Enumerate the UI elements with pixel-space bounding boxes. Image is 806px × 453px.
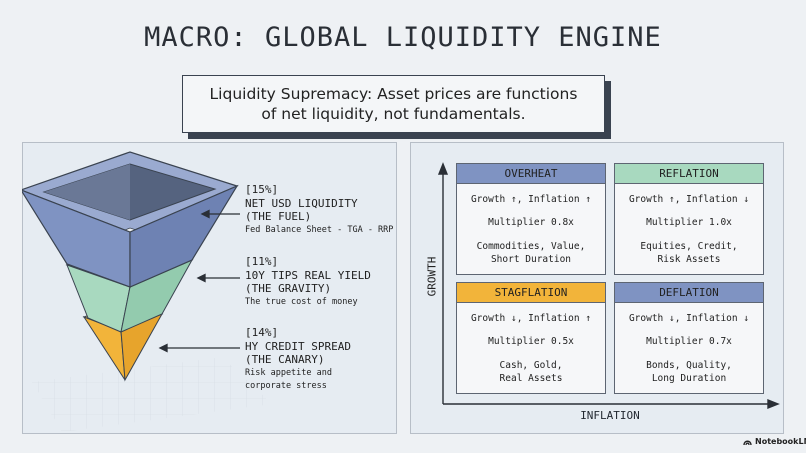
page-title: MACRO: GLOBAL LIQUIDITY ENGINE (144, 22, 662, 53)
quadrant-assets-1: Equities, Credit, (640, 241, 738, 252)
gravity-weight: [11%] (245, 255, 279, 268)
quadrant-stagflation: STAGFLATION Growth ↓, Inflation ↑ Multip… (456, 282, 606, 394)
quadrant-multiplier: Multiplier 0.7x (646, 336, 732, 347)
quadrant-signals: Growth ↓, Inflation ↑ (470, 313, 592, 324)
x-axis-label: INFLATION (580, 409, 640, 422)
canary-name: HY CREDIT SPREAD (245, 339, 351, 353)
gravity-name: 10Y TIPS REAL YIELD (245, 268, 371, 282)
brand-mark: NotebookLM (743, 437, 806, 446)
quadrant-assets-1: Bonds, Quality, (646, 360, 732, 371)
brand-name: NotebookLM (755, 437, 806, 446)
fuel-weight: [15%] (245, 183, 279, 196)
quadrant-signals: Growth ↑, Inflation ↓ (628, 194, 750, 205)
pointer-arrows (158, 209, 240, 353)
quadrant-multiplier: Multiplier 1.0x (646, 217, 732, 228)
quadrant-header: STAGFLATION (457, 283, 605, 303)
quadrant-overheat: OVERHEAT Growth ↑, Inflation ↑ Multiplie… (456, 163, 606, 275)
fuel-layer (22, 151, 239, 288)
quadrant-assets-1: Cash, Gold, (499, 360, 563, 371)
notebooklm-logo-icon (743, 440, 752, 445)
quadrant-assets-2: Real Assets (499, 373, 563, 384)
quadrant-header: DEFLATION (615, 283, 763, 303)
quadrant-deflation: DEFLATION Growth ↓, Inflation ↓ Multipli… (614, 282, 764, 394)
y-axis-label: GROWTH (425, 256, 439, 297)
fuel-desc: Fed Balance Sheet - TGA - RRP (245, 224, 394, 235)
liquidity-funnel (22, 151, 272, 432)
funnel-label-fuel: [15%] NET USD LIQUIDITY (THE FUEL) Fed B… (245, 183, 393, 237)
quadrant-signals: Growth ↑, Inflation ↑ (470, 194, 592, 205)
quadrant-assets-2: Long Duration (651, 373, 727, 384)
y-axis-arrow (437, 162, 449, 175)
quadrant-assets-1: Commodities, Value, (476, 241, 586, 252)
gravity-role: (THE GRAVITY) (245, 282, 332, 295)
x-axis-arrow (767, 398, 780, 410)
canary-weight: [14%] (245, 326, 279, 339)
quadrant-reflation: REFLATION Growth ↑, Inflation ↓ Multipli… (614, 163, 764, 275)
canary-role: (THE CANARY) (245, 353, 325, 366)
quadrant-assets-2: Risk Assets (657, 254, 721, 265)
funnel-label-canary: [14%] HY CREDIT SPREAD (THE CANARY) Risk… (245, 326, 351, 394)
quadrant-multiplier: Multiplier 0.8x (488, 217, 574, 228)
fuel-role: (THE FUEL) (245, 210, 312, 223)
quadrant-header: OVERHEAT (457, 164, 605, 184)
callout-line-1: Liquidity Supremacy: Asset prices are fu… (209, 85, 578, 103)
fuel-name: NET USD LIQUIDITY (245, 196, 358, 210)
canary-desc-1: Risk appetite and (245, 367, 332, 378)
thesis-callout: Liquidity Supremacy: Asset prices are fu… (182, 75, 605, 133)
floor-grid (32, 357, 272, 432)
quadrant-header: REFLATION (615, 164, 763, 184)
quadrant-signals: Growth ↓, Inflation ↓ (628, 313, 750, 324)
canary-desc-2: corporate stress (245, 381, 327, 391)
quadrant-assets-2: Short Duration (490, 254, 572, 265)
callout-line-2: of net liquidity, not fundamentals. (261, 105, 526, 123)
regime-axes (437, 162, 780, 410)
gravity-desc: The true cost of money (245, 296, 358, 307)
quadrant-multiplier: Multiplier 0.5x (488, 336, 574, 347)
funnel-label-gravity: [11%] 10Y TIPS REAL YIELD (THE GRAVITY) … (245, 255, 371, 309)
